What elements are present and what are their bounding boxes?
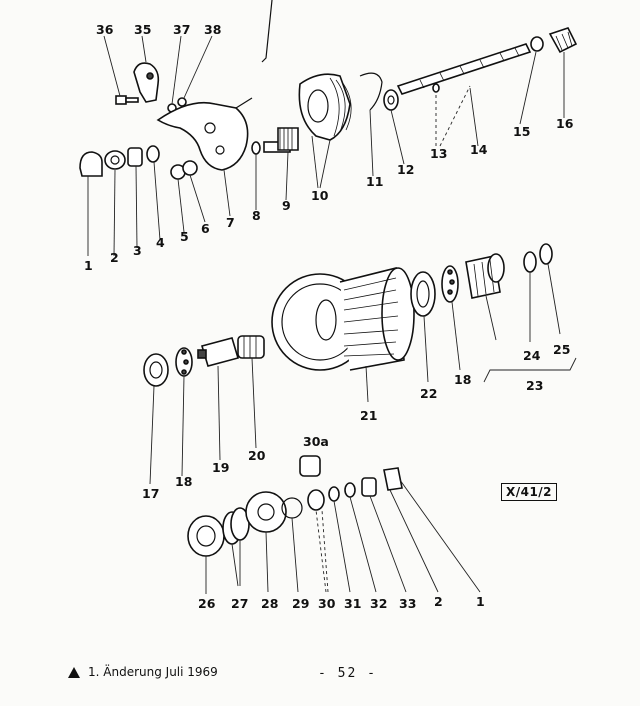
callout-36: 36 [96,22,114,37]
part-18-ball-cage [441,265,459,303]
callout-38: 38 [204,22,221,37]
callout-26: 26 [198,596,216,611]
part-2-nut [104,150,126,170]
part-31-washer [328,486,340,502]
callout-30: 30 [318,596,336,611]
callout-4: 4 [156,235,165,250]
page-number: - 52 - [318,666,377,681]
triangle-icon [68,666,80,678]
part-35-clamp [133,62,160,103]
callout-6: 6 [201,221,210,236]
part-4-washer [146,145,160,163]
part-25-washer [539,243,553,265]
part-9-clutch-sleeve [263,127,299,153]
part-3-cone [127,147,143,167]
control-cable [261,0,273,63]
callout-28: 28 [261,596,278,611]
part-28-sprocket [245,491,287,533]
part-27-spacers [222,507,250,545]
callout-21: 21 [360,408,377,423]
part-2b-nut [383,467,403,491]
callout-14: 14 [470,142,488,157]
callout-18: 18 [454,372,471,387]
part-20-planet-cage [237,335,265,359]
callout-20: 20 [248,448,266,463]
callout-27: 27 [231,596,248,611]
change-note: 1. Änderung Juli 1969 [68,665,218,679]
part-15-washer [530,36,544,52]
part-12-washer [383,89,399,111]
callout-15: 15 [513,124,530,139]
callout-2: 2 [110,250,119,265]
drawing-reference-box: X/41/2 [501,483,557,501]
part-6-nut [182,160,198,176]
callout-7: 7 [226,215,235,230]
part-32-washer [344,482,356,498]
callout-11: 11 [366,174,383,189]
part-14-axle [396,43,532,95]
callout-12: 12 [397,162,414,177]
callout-24: 24 [523,348,541,363]
callout-3: 3 [133,243,142,258]
callout-32: 32 [370,596,387,611]
callout-9: 9 [282,198,291,213]
part-36-screw [115,95,139,105]
callout-31: 31 [344,596,361,611]
part-1-cap-nut [79,151,103,177]
part-33-cone [361,477,377,497]
callout-18b: 18 [175,474,192,489]
part-30a-bushing [299,455,321,477]
callout-33: 33 [399,596,416,611]
part-8-washer [251,141,261,155]
callout-25: 25 [553,342,570,357]
callout-29: 29 [292,596,309,611]
part-10-brake-shoes [298,73,352,141]
callout-37: 37 [173,22,190,37]
part-24-ring [523,251,537,273]
part-38-washer [177,97,187,107]
callout-22: 22 [420,386,437,401]
part-7-bell-crank [156,97,253,171]
part-19-clutch [197,337,240,367]
part-11-spring [359,72,383,111]
callout-13: 13 [430,146,447,161]
part-26-dust-cap [187,515,225,557]
part-18b-ball-cage [175,347,193,377]
callout-16: 16 [556,116,574,131]
callout-1: 1 [84,258,93,273]
callout-35: 35 [134,22,151,37]
part-23-driver-assembly [465,253,505,299]
part-30-ring [307,489,325,511]
callout-30a: 30a [303,434,329,449]
part-17-cup [143,353,169,387]
callout-8: 8 [252,208,261,223]
part-16-cone [548,27,578,54]
callout-10: 10 [311,188,329,203]
callout-17: 17 [142,486,159,501]
callout-1b: 1 [476,594,485,609]
change-note-text: 1. Änderung Juli 1969 [88,665,218,679]
part-13-key [432,83,440,93]
part-22-dust-cap [410,271,436,317]
callout-5: 5 [180,229,189,244]
callout-19: 19 [212,460,229,475]
callout-23: 23 [526,378,543,393]
part-21-hub-shell [271,266,415,371]
callout-2b: 2 [434,594,443,609]
